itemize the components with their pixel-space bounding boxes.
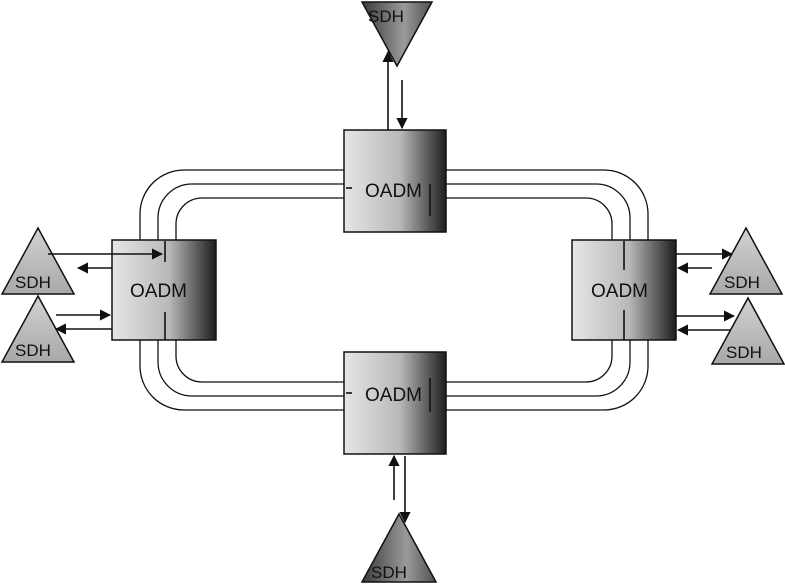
oadm-label-top: OADM [365,181,422,202]
oadm-box-top [343,129,447,233]
sdh-triangle-right-upper [708,226,784,295]
oadm-label-bottom: OADM [365,385,422,406]
sdh-terminal-top: SDH [360,1,434,68]
sdh-triangle-bottom [360,512,438,583]
sdh-label-right-upper: SDH [724,273,760,292]
sdh-label-left-lower: SDH [15,341,51,360]
sdh-label-top: SDH [368,7,404,26]
sdh-triangle-top [360,1,434,68]
sdh-triangle-left-upper [0,226,76,295]
oadm-box-left [111,239,217,341]
oadm-node-bottom: OADM [343,351,447,455]
sdh-terminal-right-upper: SDH [708,226,784,295]
sdh-label-right-lower: SDH [726,343,762,362]
sdh-label-left-upper: SDH [15,273,51,292]
connection-arrows [48,50,736,524]
oadm-node-top: OADM [343,129,447,233]
sdh-terminal-bottom: SDH [360,512,438,583]
oadm-node-right: OADM [571,239,677,341]
oadm-box-bottom [343,351,447,455]
oadm-node-left: OADM [111,239,217,341]
oadm-label-right: OADM [591,281,648,302]
sdh-triangle-right-lower [710,296,785,365]
oadm-label-left: OADM [130,281,187,302]
sdh-label-bottom: SDH [371,563,407,582]
sdh-terminal-left-upper: SDH [0,226,76,295]
sdh-terminal-right-lower: SDH [710,296,785,365]
